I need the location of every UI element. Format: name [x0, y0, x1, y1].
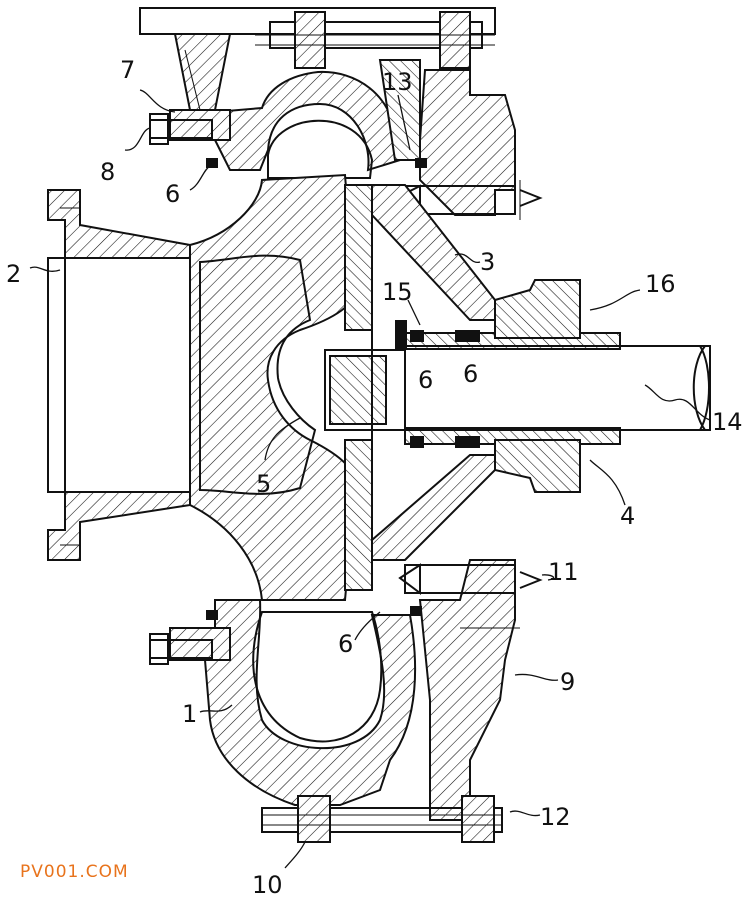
- right-cover-upper: [378, 59, 543, 220]
- label-6-seal-b: 6: [463, 360, 478, 388]
- upper-volute-casing: [169, 70, 402, 179]
- label-16: 16: [645, 270, 676, 298]
- lower-volute-casing: [169, 599, 417, 806]
- label-9: 9: [560, 668, 575, 696]
- label-13: 13: [382, 68, 413, 96]
- label-10: 10: [252, 871, 283, 899]
- support-bracket: [173, 33, 232, 111]
- label-1: 1: [182, 700, 197, 728]
- label-5: 5: [256, 470, 271, 498]
- casing-cover: [371, 184, 496, 561]
- shaft: [404, 345, 711, 431]
- leader-lines: [29, 89, 711, 869]
- label-14: 14: [712, 408, 743, 436]
- bottom-tie-bolt: [261, 795, 503, 843]
- watermark: PV001.COM: [20, 862, 129, 882]
- label-8: 8: [100, 158, 115, 186]
- seal-rings: [206, 158, 427, 620]
- label-15: 15: [382, 278, 413, 306]
- part-labels: 7 8 6 2 13 3 15 16 6 6 14 4 5 11 6 9 1 1…: [6, 56, 743, 899]
- impeller: [189, 173, 373, 601]
- side-bolts: [149, 113, 213, 665]
- label-11: 11: [548, 558, 579, 586]
- top-tie-bolt: [139, 7, 496, 69]
- seal-gland: [410, 279, 581, 493]
- label-6-lower: 6: [338, 630, 353, 658]
- label-6-seal-a: 6: [418, 366, 433, 394]
- right-cover-lower: [398, 559, 543, 821]
- suction-flange: [47, 189, 191, 561]
- label-12: 12: [540, 803, 571, 831]
- label-6-upper-left: 6: [165, 180, 180, 208]
- label-4: 4: [620, 502, 635, 530]
- label-3: 3: [480, 248, 495, 276]
- label-7: 7: [120, 56, 135, 84]
- label-2: 2: [6, 260, 21, 288]
